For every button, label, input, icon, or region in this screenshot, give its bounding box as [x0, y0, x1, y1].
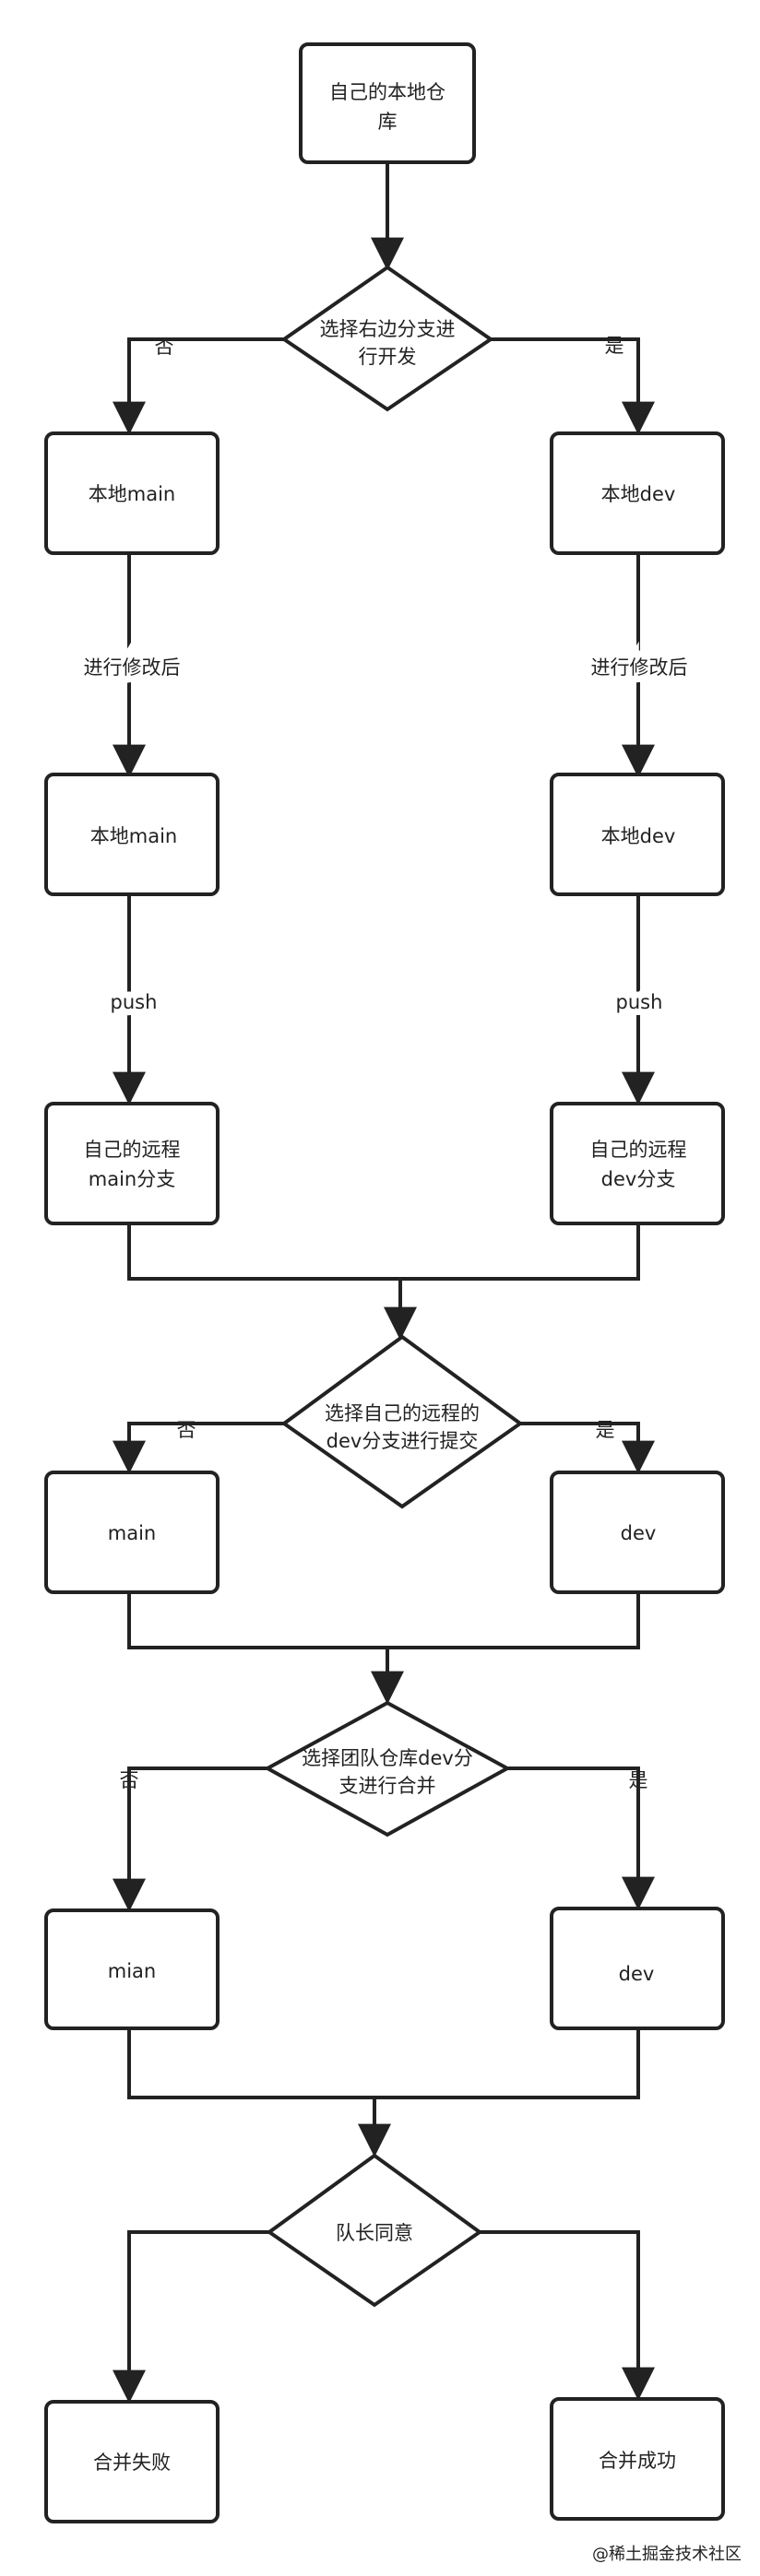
edge-decision1-no [113, 337, 284, 435]
decision2-yes-label: 是 [596, 1419, 615, 1441]
decision4-label: 队长同意 [336, 2222, 413, 2244]
decision4-node [266, 2153, 483, 2308]
decision1-yes-label: 是 [605, 335, 624, 357]
watermark: @稀土掘金技术社区 [592, 2545, 742, 2564]
left-push-label: push [111, 991, 158, 1013]
merge-dev-node [550, 1907, 725, 2030]
merge-fail-node [44, 2400, 220, 2523]
start-node [299, 42, 476, 164]
merge-fail-label: 合并失败 [93, 2452, 171, 2474]
merge-dev-label: dev [619, 1963, 655, 1985]
decision1-label-line1: 选择右边分支进 [320, 318, 456, 340]
decision1-node [280, 265, 494, 412]
right-remote-label-line2: dev分支 [601, 1168, 676, 1190]
edge-submit-join [127, 1592, 640, 1649]
edge-decision4-left [113, 2230, 269, 2404]
edge-decision3-yes [507, 1767, 655, 1910]
left-remote-node [44, 1102, 220, 1225]
left-local-main-node-1 [44, 431, 220, 555]
submit-dev-label: dev [621, 1522, 657, 1544]
left-remote-label-line1: 自己的远程 [84, 1139, 181, 1161]
left-edit-label: 进行修改后 [84, 656, 181, 679]
merge-mian-label: mian [108, 1960, 156, 1982]
decision2-label-line1: 选择自己的远程的 [325, 1402, 480, 1424]
right-remote-label-line1: 自己的远程 [590, 1139, 687, 1161]
right-local-dev-2-label: 本地dev [601, 825, 676, 847]
decision3-label-line2: 支进行合并 [339, 1775, 436, 1797]
merge-success-node [550, 2397, 725, 2521]
decision2-node [280, 1334, 524, 1509]
edge-decision3-no [113, 1767, 267, 1912]
decision3-label-line1: 选择团队仓库dev分 [302, 1747, 473, 1769]
left-local-main-2-label: 本地main [90, 825, 177, 847]
submit-dev-node [550, 1471, 725, 1594]
decision3-no-label: 否 [120, 1769, 139, 1791]
merge-mian-node [44, 1908, 220, 2030]
right-local-dev-1-label: 本地dev [601, 483, 676, 505]
edge-merge-join [127, 2028, 640, 2099]
edge-decision2-no [113, 1422, 284, 1474]
decision2-label-line2: dev分支进行提交 [327, 1430, 479, 1452]
edge-decision2-yes [520, 1422, 655, 1474]
right-remote-node [550, 1102, 725, 1225]
decision1-no-label: 否 [155, 336, 174, 358]
right-edit-label: 进行修改后 [591, 656, 688, 679]
left-local-main-node-2 [44, 773, 220, 896]
decision1-label-line2: 行开发 [359, 346, 417, 368]
submit-main-node [44, 1471, 220, 1594]
start-label-line2: 库 [378, 111, 398, 133]
start-label-line1: 自己的本地仓 [329, 81, 445, 103]
edge-decision4-right [480, 2230, 655, 2401]
edge-remotes-join [127, 1223, 640, 1281]
edge-decision1-yes [491, 337, 655, 435]
left-local-main-1-label: 本地main [89, 483, 175, 505]
right-local-dev-node-2 [550, 773, 725, 896]
submit-main-label: main [108, 1522, 156, 1544]
decision3-node [263, 1700, 512, 1837]
merge-success-label: 合并成功 [599, 2450, 676, 2472]
right-push-label: push [616, 991, 663, 1013]
right-local-dev-node-1 [550, 431, 725, 555]
left-remote-label-line2: main分支 [89, 1168, 175, 1190]
decision2-no-label: 否 [177, 1419, 196, 1441]
decision3-yes-label: 是 [629, 1769, 648, 1791]
